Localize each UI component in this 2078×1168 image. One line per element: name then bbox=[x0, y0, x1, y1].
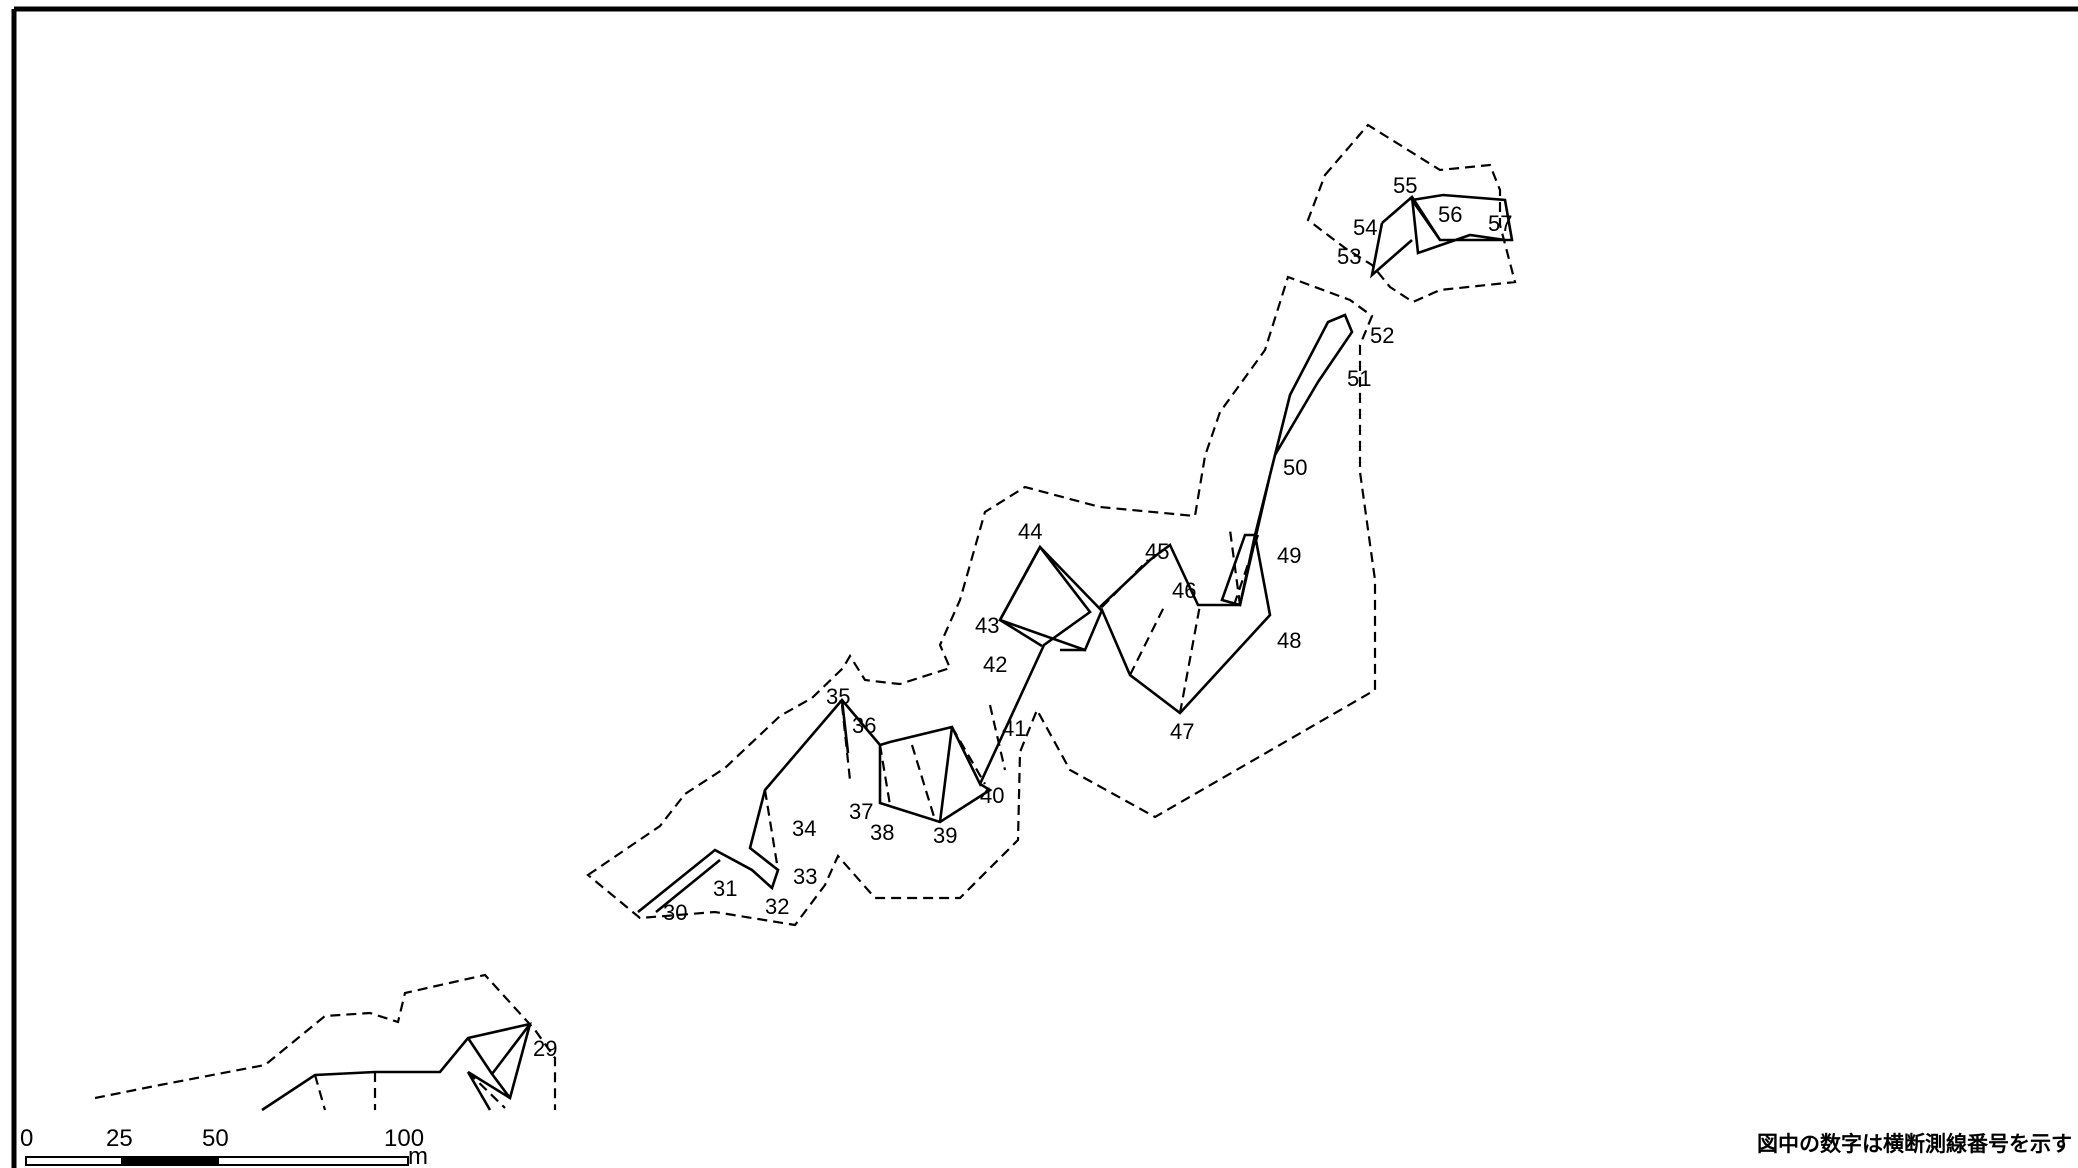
section-label-41: 41 bbox=[1002, 716, 1026, 741]
section-label-45: 45 bbox=[1145, 539, 1169, 564]
section-label-36: 36 bbox=[852, 713, 876, 738]
scale-bar-seg-3 bbox=[217, 1156, 409, 1166]
traverse-upper bbox=[1220, 533, 1257, 607]
section-label-56: 56 bbox=[1438, 202, 1462, 227]
section-label-29: 29 bbox=[533, 1036, 557, 1061]
traverse-sw-ties bbox=[313, 1071, 506, 1111]
survey-boundary-sw bbox=[94, 973, 557, 1110]
section-label-46: 46 bbox=[1172, 578, 1196, 603]
section-label-47: 47 bbox=[1170, 719, 1194, 744]
scale-tick-0: 0 bbox=[20, 1125, 33, 1152]
survey-boundary bbox=[586, 275, 1377, 927]
section-label-31: 31 bbox=[713, 876, 737, 901]
section-label-43: 43 bbox=[975, 613, 999, 638]
section-label-42: 42 bbox=[983, 652, 1007, 677]
scale-bar: 0 25 50 100 m bbox=[20, 1125, 428, 1168]
traverse-pocket-b bbox=[998, 546, 1085, 652]
section-label-49: 49 bbox=[1277, 543, 1301, 568]
scale-unit: m bbox=[408, 1143, 428, 1168]
scale-tick-100: 100 bbox=[384, 1125, 424, 1152]
traverse-pocket-a bbox=[840, 699, 993, 824]
scale-bar-seg-1 bbox=[25, 1156, 123, 1166]
traverse-sw bbox=[261, 1022, 532, 1112]
section-label-48: 48 bbox=[1277, 628, 1301, 653]
scale-tick-25: 25 bbox=[106, 1125, 133, 1152]
section-label-35: 35 bbox=[826, 684, 850, 709]
section-label-34: 34 bbox=[792, 816, 816, 841]
section-label-44: 44 bbox=[1018, 519, 1042, 544]
section-label-51: 51 bbox=[1347, 366, 1371, 391]
section-label-40: 40 bbox=[980, 783, 1004, 808]
traverse-main bbox=[637, 313, 1354, 914]
section-label-32: 32 bbox=[765, 894, 789, 919]
section-label-38: 38 bbox=[870, 820, 894, 845]
section-label-57: 57 bbox=[1488, 211, 1512, 236]
survey-boundary-ne bbox=[1306, 123, 1517, 304]
section-label-30: 30 bbox=[663, 900, 687, 925]
section-label-52: 52 bbox=[1370, 323, 1394, 348]
scale-bar-seg-2 bbox=[121, 1156, 219, 1166]
section-label-54: 54 bbox=[1353, 215, 1377, 240]
traverse-ne bbox=[1370, 193, 1514, 279]
section-label-39: 39 bbox=[933, 823, 957, 848]
traverse-main-parallel bbox=[655, 546, 1103, 914]
map-note: 図中の数字は横断測線番号を示す bbox=[1757, 1132, 2072, 1156]
scale-tick-50: 50 bbox=[202, 1125, 229, 1152]
section-label-37: 37 bbox=[849, 799, 873, 824]
section-label-50: 50 bbox=[1283, 455, 1307, 480]
section-label-53: 53 bbox=[1337, 244, 1361, 269]
section-label-55: 55 bbox=[1393, 173, 1417, 198]
section-label-33: 33 bbox=[793, 864, 817, 889]
